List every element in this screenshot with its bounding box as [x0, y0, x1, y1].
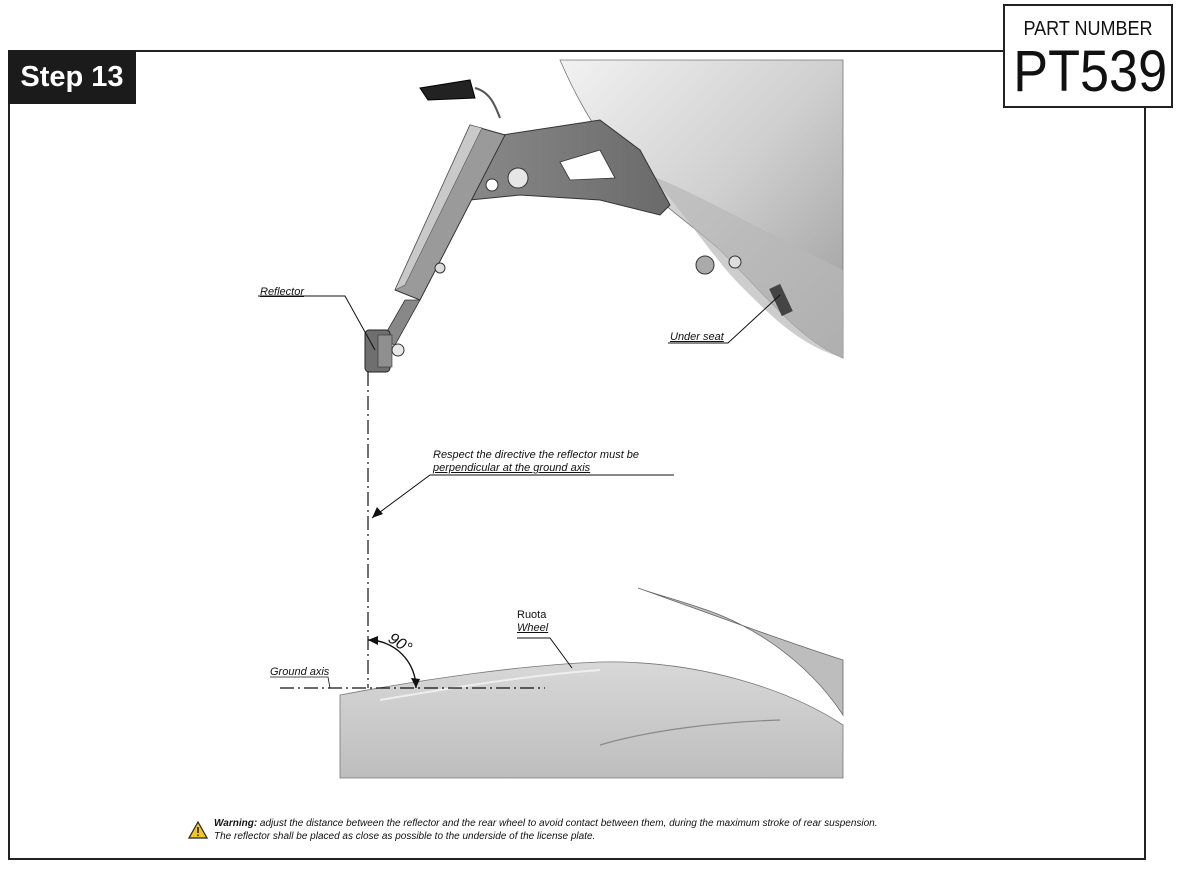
warning-note: Warning: adjust the distance between the…	[188, 817, 1090, 843]
part-number-label: PART NUMBER	[1023, 18, 1153, 40]
warning-label: Warning:	[214, 818, 258, 829]
page-frame	[8, 50, 1146, 860]
warning-text-1: adjust the distance between the reflecto…	[257, 818, 878, 829]
wheel-callout: Ruota Wheel	[517, 609, 548, 635]
tail-underside	[650, 175, 843, 358]
wheel-leader	[517, 637, 573, 669]
directive-line-2: perpendicular at the ground axis	[433, 462, 591, 474]
rear-fender	[637, 587, 844, 717]
step-badge: Step 13	[8, 50, 136, 104]
directive-leader	[371, 474, 674, 519]
directive-line-1: Respect the directive the reflector must…	[433, 449, 640, 461]
part-number-box: PART NUMBER PT539	[1003, 4, 1173, 108]
warning-triangle-icon	[188, 821, 208, 839]
ground-axis-callout: Ground axis	[270, 666, 330, 678]
wheel-label: Wheel	[517, 622, 549, 634]
warning-line-2: The reflector shall be placed as close a…	[214, 831, 596, 842]
plate-holder	[394, 124, 506, 301]
bracket-slot	[559, 149, 616, 181]
warning-line-1: Warning: adjust the distance between the…	[214, 817, 1090, 830]
reflector-leader	[258, 295, 376, 351]
directive-callout: Respect the directive the reflector must…	[433, 449, 639, 475]
turn-signal	[419, 79, 476, 101]
step-label: Step 13	[20, 60, 124, 93]
under-seat-callout: Under seat	[670, 331, 724, 343]
rear-wheel	[339, 661, 844, 779]
part-number-value: PT539	[1013, 39, 1168, 104]
ground-leader	[270, 676, 331, 689]
reflector-callout: Reflector	[260, 286, 305, 298]
ruota-label: Ruota	[517, 609, 547, 621]
underseat-leader	[668, 294, 781, 344]
